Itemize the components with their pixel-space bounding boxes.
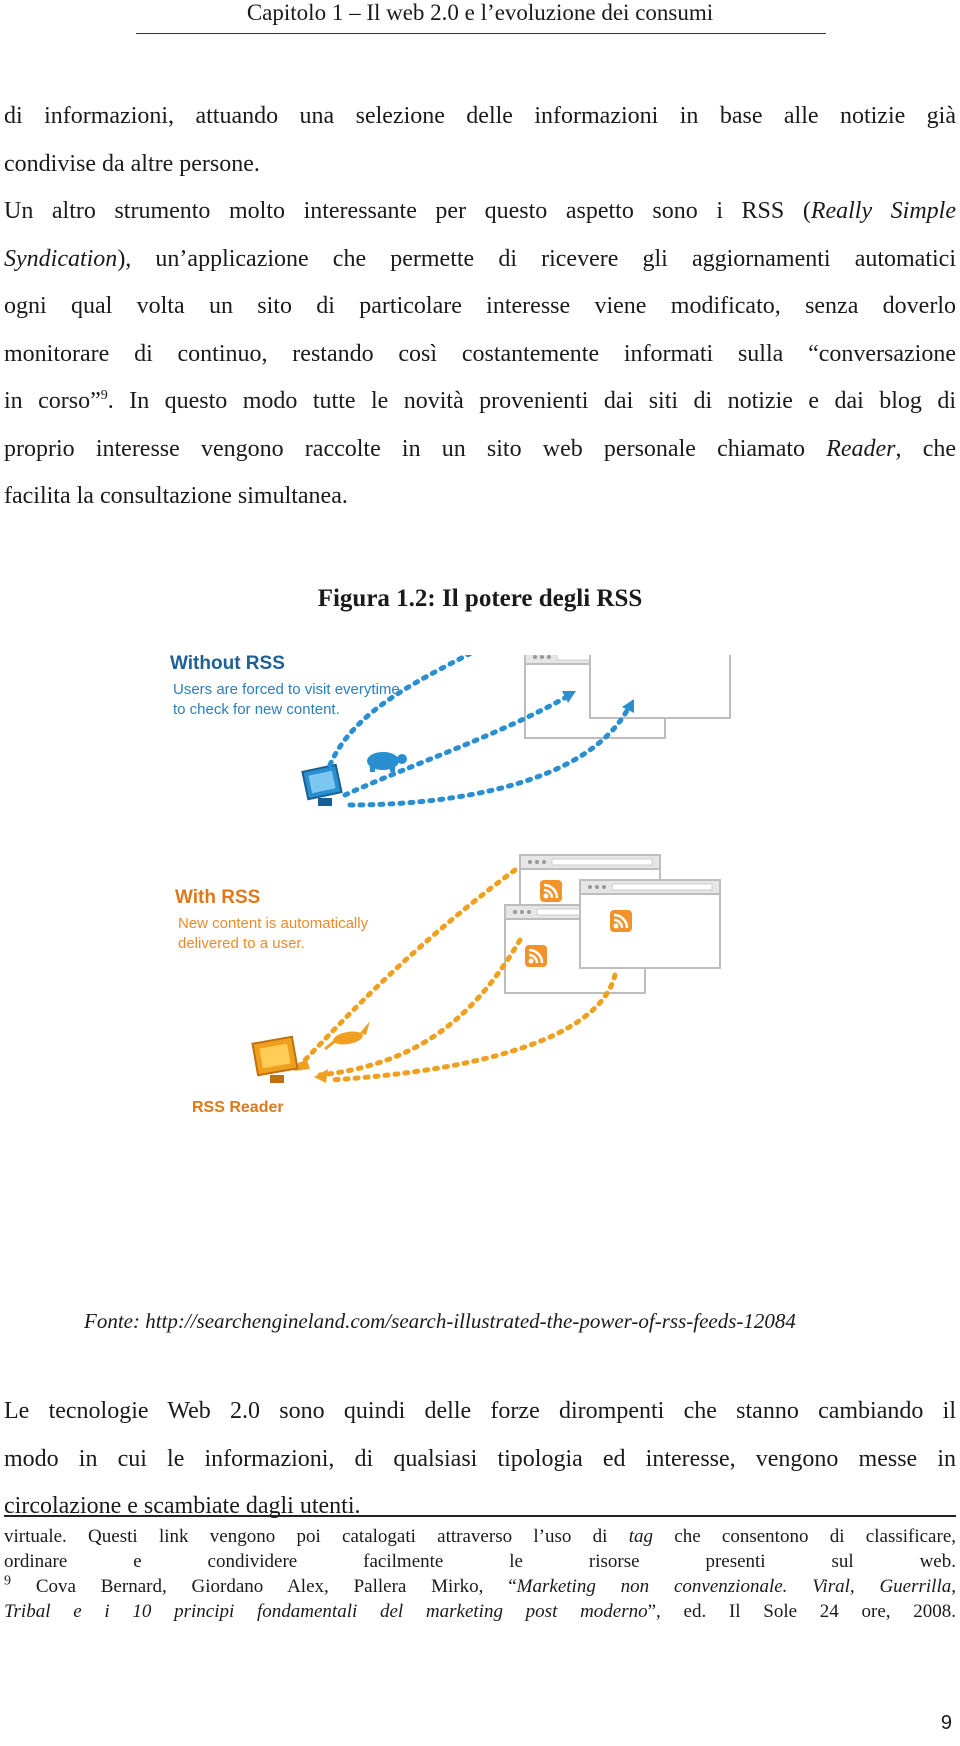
text-line: modo in cui le informazioni, di qualsias… (4, 1445, 956, 1472)
term-reader: Reader (826, 435, 896, 462)
blue-request-arrows (327, 655, 633, 808)
text-fragment: in corso” (4, 388, 101, 414)
text-fragment: ”, ed. Il Sole 24 ore, 2008. (647, 1601, 956, 1622)
computer-monitor-icon (301, 763, 343, 806)
paragraph-1: di informazioni, attuando una selezione … (4, 93, 956, 521)
rabbit-icon (324, 1021, 370, 1051)
text-fragment: che consentono di classificare, (653, 1526, 956, 1547)
with-rss-title: With RSS (175, 887, 260, 908)
term-really-simple: Really Simple (810, 198, 956, 224)
with-rss-line-1: New content is automatically (178, 915, 369, 932)
arrowhead-icon (562, 691, 634, 713)
text-line: Un altro strumento molto interessante pe… (4, 188, 956, 236)
rss-reader-label: RSS Reader (192, 1099, 284, 1116)
running-header: Capitolo 1 – Il web 2.0 e l’evoluzione d… (246, 0, 714, 25)
rss-feed-icon (523, 943, 549, 969)
without-rss-line-1: Users are forced to visit everytime (173, 681, 400, 698)
text-fragment: Un altro strumento molto interessante pe… (4, 198, 811, 224)
text-line: Le tecnologie Web 2.0 sono quindi delle … (4, 1398, 956, 1424)
browser-window-icon (589, 655, 731, 719)
text-line: di informazioni, attuando una selezione … (4, 103, 956, 129)
turtle-icon (367, 752, 407, 772)
footnote-line: Tribal e i 10 principi fondamentali del … (4, 1599, 956, 1624)
page-number: 9 (940, 1712, 952, 1734)
arrowhead-icon (294, 1057, 328, 1083)
footnote-line: ordinare e condividere facilmente le ris… (4, 1551, 956, 1572)
text-line: proprio interesse vengono raccolte in un… (4, 426, 956, 474)
text-line: monitorare di continuo, restando così co… (4, 340, 956, 367)
text-line: Syndication), un’applicazione che permet… (4, 236, 956, 284)
footnote-number: 9 (4, 1573, 11, 1589)
rss-feed-icon (538, 878, 564, 904)
footnotes: virtuale. Questi link vengono poi catalo… (4, 1524, 956, 1624)
text-fragment: ), un’applicazione che permette di ricev… (117, 245, 956, 272)
rss-illustration: Without RSS Users are forced to visit ev… (170, 655, 731, 1116)
text-line: in corso”9. In questo modo tutte le novi… (4, 378, 956, 426)
figure-caption: Figura 1.2: Il potere degli RSS (317, 585, 643, 612)
footnote-ref[interactable]: 9 (100, 388, 108, 403)
text-fragment: . In questo modo tutte le novità proveni… (107, 388, 956, 414)
book-title: Tribal e i 10 principi fondamentali del … (4, 1601, 648, 1622)
text-line: ogni qual volta un sito di particolare i… (4, 293, 956, 319)
text-line: circolazione e scambiate dagli utenti. (4, 1493, 361, 1519)
text-line: facilita la consultazione simultanea. (4, 483, 348, 509)
term-tag: tag (628, 1526, 653, 1547)
text-fragment: , che (895, 435, 956, 462)
paragraph-2: Le tecnologie Web 2.0 sono quindi delle … (4, 1388, 956, 1531)
footnote-rule (4, 1515, 956, 1517)
footnote-line: virtuale. Questi link vengono poi catalo… (4, 1524, 956, 1549)
rss-reader-monitor-icon (251, 1035, 299, 1083)
rss-feed-icon (608, 908, 634, 934)
figure-source: Fonte: http://searchengineland.com/searc… (84, 1309, 796, 1333)
browser-window-icon (579, 879, 721, 969)
book-title: Marketing non convenzionale. Viral, Guer… (516, 1576, 956, 1597)
text-line: condivise da altre persone. (4, 150, 260, 177)
text-fragment: virtuale. Questi link vengono poi catalo… (4, 1526, 629, 1547)
without-rss-title: Without RSS (170, 655, 285, 674)
orange-delivery-arrows (297, 867, 618, 1083)
footnote-9: 9 Cova Bernard, Giordano Alex, Pallera M… (4, 1574, 956, 1599)
text-fragment: Cova Bernard, Giordano Alex, Pallera Mir… (11, 1576, 517, 1597)
term-syndication: Syndication (4, 245, 118, 272)
header-rule (136, 33, 826, 34)
without-rss-line-2: to check for new content. (173, 701, 340, 718)
text-fragment: proprio interesse vengono raccolte in un… (4, 435, 827, 462)
with-rss-line-2: delivered to a user. (178, 935, 305, 952)
